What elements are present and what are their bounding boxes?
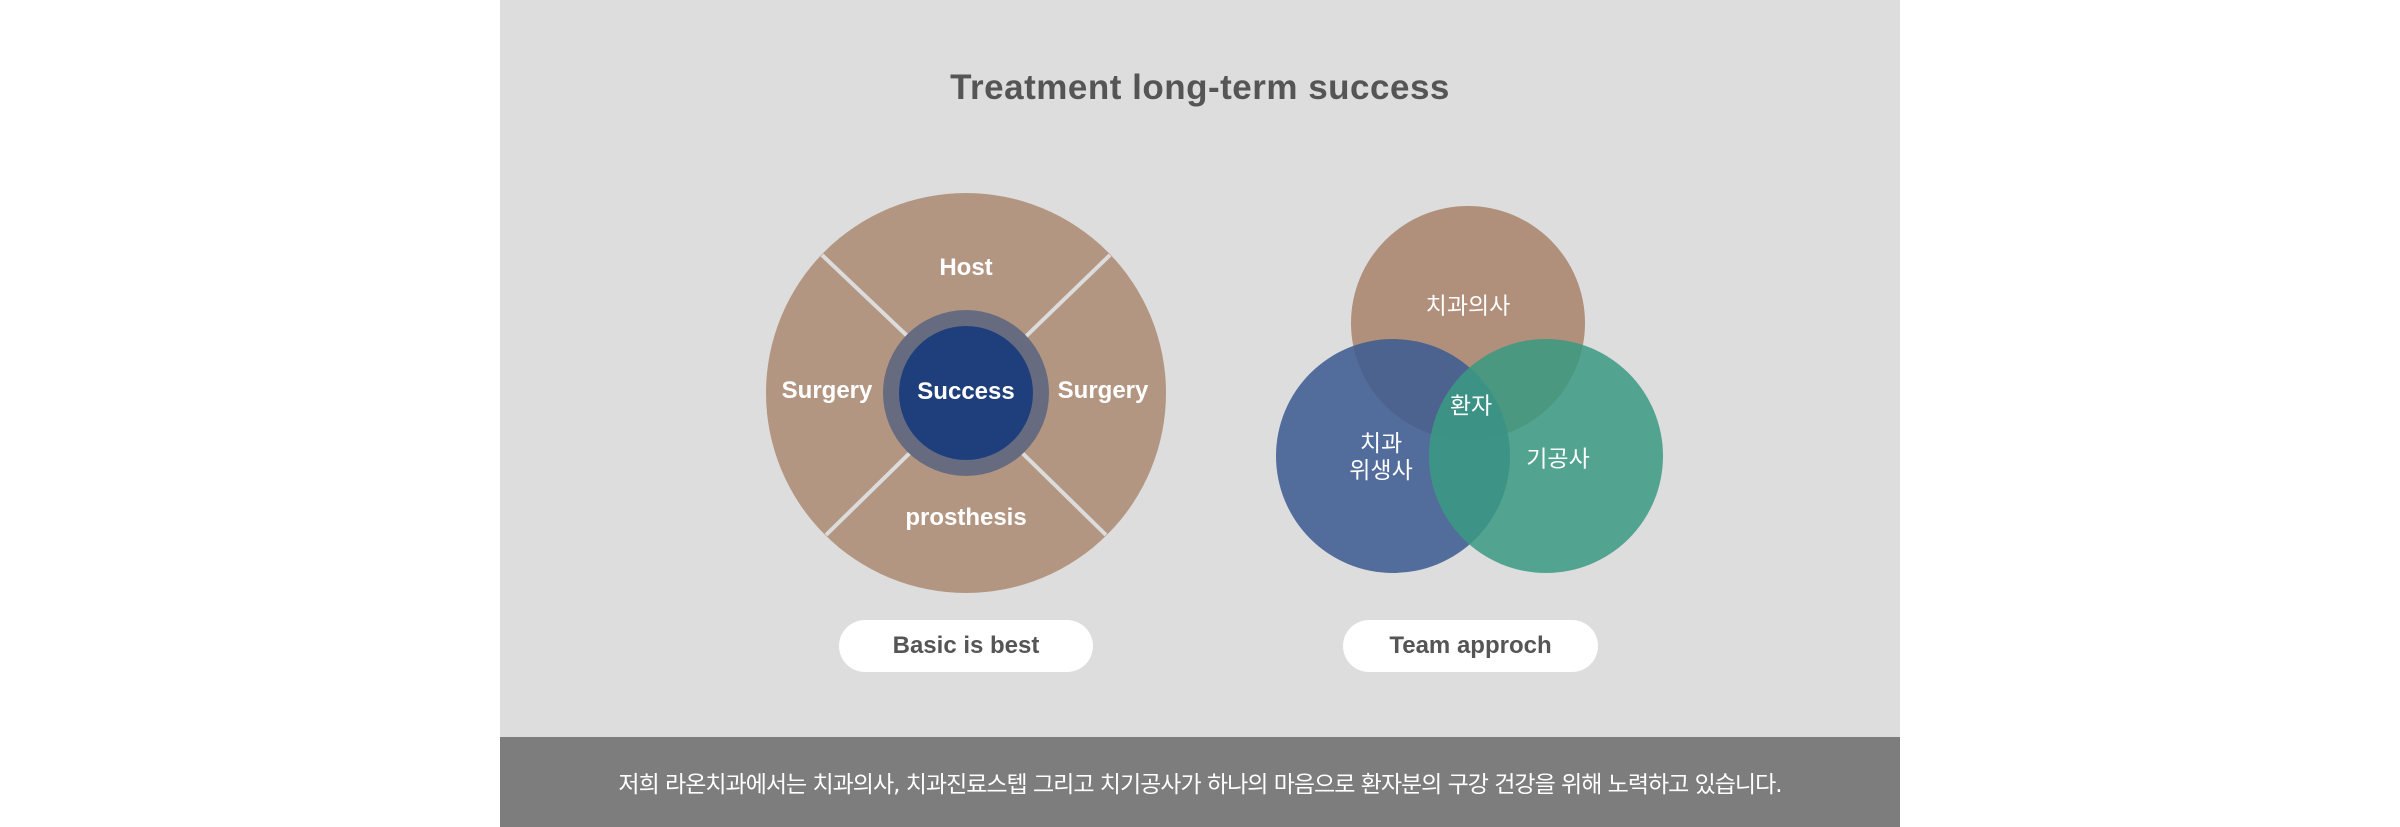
caption-team-approach: Team approch (1343, 620, 1598, 672)
dividers (820, 253, 1112, 537)
content-panel (500, 0, 1900, 737)
label-hygienist-line1: 치과 (1359, 431, 1403, 457)
basic-is-best-diagram (766, 193, 1166, 593)
label-prosthesis: prosthesis (905, 504, 1027, 531)
page-title: Treatment long-term success (950, 68, 1450, 107)
label-dentist: 치과의사 (1425, 293, 1511, 320)
team-venn-diagram (1276, 206, 1663, 573)
label-surgery-left: Surgery (781, 377, 873, 404)
label-technician: 기공사 (1526, 446, 1590, 473)
venn-technician (1429, 339, 1663, 573)
label-hygienist-line2: 위생사 (1349, 458, 1413, 484)
center-circle (899, 326, 1033, 460)
caption-basic-is-best: Basic is best (839, 620, 1093, 672)
label-success: Success (917, 378, 1015, 405)
label-host: Host (939, 254, 993, 281)
footer-message: 저희 라온치과에서는 치과의사, 치과진료스텝 그리고 치기공사가 하나의 마음… (500, 737, 1900, 827)
label-surgery-right: Surgery (1057, 377, 1149, 404)
label-patient: 환자 (1449, 393, 1493, 420)
